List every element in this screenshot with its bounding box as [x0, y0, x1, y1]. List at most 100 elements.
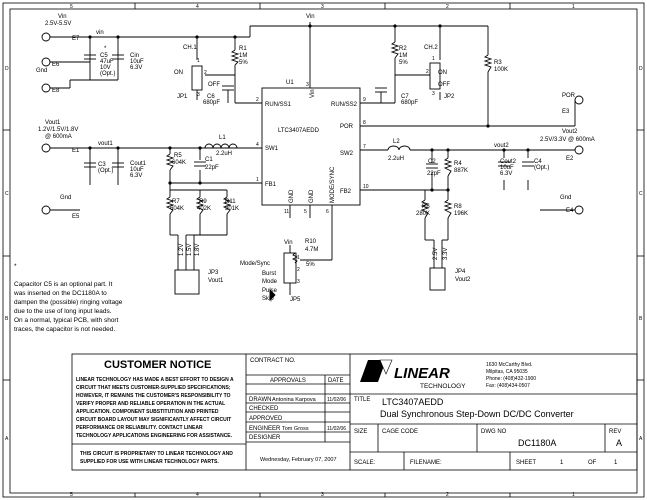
- pulse-label: Pulse: [262, 288, 278, 294]
- ch2-label: CH.2: [424, 45, 438, 51]
- size-label: SIZE: [354, 429, 367, 435]
- linear-logo: [360, 359, 393, 382]
- cin-ref: Cin: [130, 53, 139, 59]
- cout2-voltage: 6.3V: [500, 171, 512, 177]
- l1-value: 2.2uH: [216, 151, 232, 157]
- c1-value: 22pF: [205, 165, 219, 171]
- pin-mode: MODE/SYNC: [330, 166, 336, 203]
- notice-line: LINEAR TECHNOLOGY HAS MADE A BEST EFFORT…: [76, 377, 234, 383]
- rev-value: A: [616, 438, 622, 448]
- r8-value: 196K: [454, 211, 468, 217]
- r4-value: 887K: [454, 168, 468, 174]
- jp5-pin: 3: [297, 279, 300, 285]
- jp1-pin: 2: [204, 70, 207, 76]
- terminal-e8: [41, 83, 51, 93]
- title-part: LTC3407AEDD: [382, 397, 444, 407]
- jp3-v3: 1.8V: [195, 244, 201, 256]
- sheet-label: SHEET: [516, 460, 536, 466]
- row-label: B: [639, 316, 643, 322]
- pin-num: 10: [363, 184, 369, 190]
- r6-ref: R6: [422, 204, 430, 210]
- pin-num: 9: [363, 97, 366, 103]
- approved-label: APPROVED: [249, 416, 283, 422]
- e6-label: E6: [52, 62, 60, 68]
- address-line: Phone: (408)432-1900: [486, 376, 536, 382]
- jp1-label: JP1: [177, 94, 188, 100]
- c2-value: 22pF: [427, 171, 441, 177]
- pin-run1: RUN/SS1: [265, 102, 292, 108]
- note-line: was inserted on the DC1180A to: [13, 290, 107, 297]
- designer-label: DESIGNER: [249, 435, 281, 441]
- burst-mode-label: Mode: [262, 279, 278, 285]
- row-label: A: [5, 436, 9, 442]
- r1-value: 1M: [239, 53, 247, 59]
- e5-label: E5: [72, 214, 80, 220]
- prop-line: THIS CIRCUIT IS PROPRIETARY TO LINEAR TE…: [80, 451, 233, 457]
- c5-voltage: 10V: [100, 65, 111, 71]
- cin-voltage: 6.3V: [130, 65, 142, 71]
- e4-label: E4: [566, 208, 574, 214]
- note-star: *: [14, 263, 17, 270]
- pin-num: 5: [304, 209, 307, 215]
- title-desc: Dual Synchronous Step-Down DC/DC Convert…: [380, 409, 574, 419]
- note-line: due to the use of long input leads.: [14, 308, 112, 315]
- cage-label: CAGE CODE: [382, 429, 418, 435]
- notice-line: PERFORMANCE OR RELIABILITY. CONTACT LINE…: [76, 425, 203, 431]
- vin-r10: Vin: [284, 240, 293, 246]
- ic-ref: U1: [286, 80, 294, 86]
- col-label: 2: [446, 492, 449, 498]
- vin-top: Vin: [306, 14, 315, 20]
- jp3-ref: JP3: [208, 270, 219, 276]
- col-label: 3: [321, 4, 324, 10]
- r7-ref: R7: [172, 199, 180, 205]
- jp2-on: ON: [438, 70, 447, 76]
- c4-ref: C4: [534, 159, 542, 165]
- cout2-ref: Cout2: [500, 159, 517, 165]
- vout2-title: Vout2: [562, 129, 578, 135]
- c1-ref: C1: [205, 157, 213, 163]
- r5-ref: R5: [174, 153, 182, 159]
- r6-value: 280K: [416, 211, 430, 217]
- pin-por: POR: [340, 124, 354, 130]
- pin-num: 6: [326, 209, 329, 215]
- jp3-net: Vout1: [208, 278, 224, 284]
- c6-value: 680pF: [203, 100, 220, 106]
- symbols: [41, 32, 584, 302]
- row-label: D: [5, 66, 9, 72]
- r2-tol: 5%: [399, 60, 408, 66]
- drawn-label: DRAWN: [249, 397, 271, 403]
- r5-value: 604K: [172, 160, 186, 166]
- jp1-pin: 1: [197, 58, 200, 64]
- col-label: 2: [446, 4, 449, 10]
- terminal-e5: [41, 205, 51, 215]
- sheet-number: 1: [560, 460, 564, 466]
- vout2-range: 2.5V/3.3V @ 600mA: [540, 137, 595, 143]
- dwg-number: DC1180A: [518, 438, 556, 448]
- r4-ref: R4: [454, 161, 462, 167]
- row-label: D: [639, 66, 643, 72]
- jp2-pin: 3: [432, 91, 435, 97]
- c7-ref: C7: [401, 94, 409, 100]
- approvals-label: APPROVALS: [270, 378, 306, 384]
- jp2-pin: 1: [432, 56, 435, 62]
- pin-num: 1: [256, 177, 259, 183]
- terminal-e7: [41, 32, 51, 42]
- r7-value: 604K: [170, 206, 184, 212]
- vout1-current: @ 600mA: [45, 134, 72, 140]
- drawn-name: Antonina Karpova: [272, 397, 317, 403]
- frame-labels: D C B A D C B A 5 4 3 2 1 5 4 3 2 1: [5, 4, 643, 498]
- e3-label: E3: [562, 109, 570, 115]
- cout1-ref: Cout1: [130, 161, 147, 167]
- c5-opt: (Opt.): [100, 71, 115, 77]
- rev-label: REV: [609, 429, 621, 435]
- scale-label: SCALE:: [354, 460, 376, 466]
- note-line: traces, the capacitor is not needed.: [14, 326, 115, 333]
- address-line: 1630 McCarthy Blvd.: [486, 362, 532, 368]
- cout1-voltage: 6.3V: [130, 173, 142, 179]
- col-label: 1: [572, 492, 575, 498]
- ic-u1-body: [261, 87, 361, 206]
- por-label: POR: [562, 93, 576, 99]
- filename-label: FILENAME:: [410, 460, 442, 466]
- c6-ref: C6: [207, 94, 215, 100]
- col-label: 5: [70, 4, 73, 10]
